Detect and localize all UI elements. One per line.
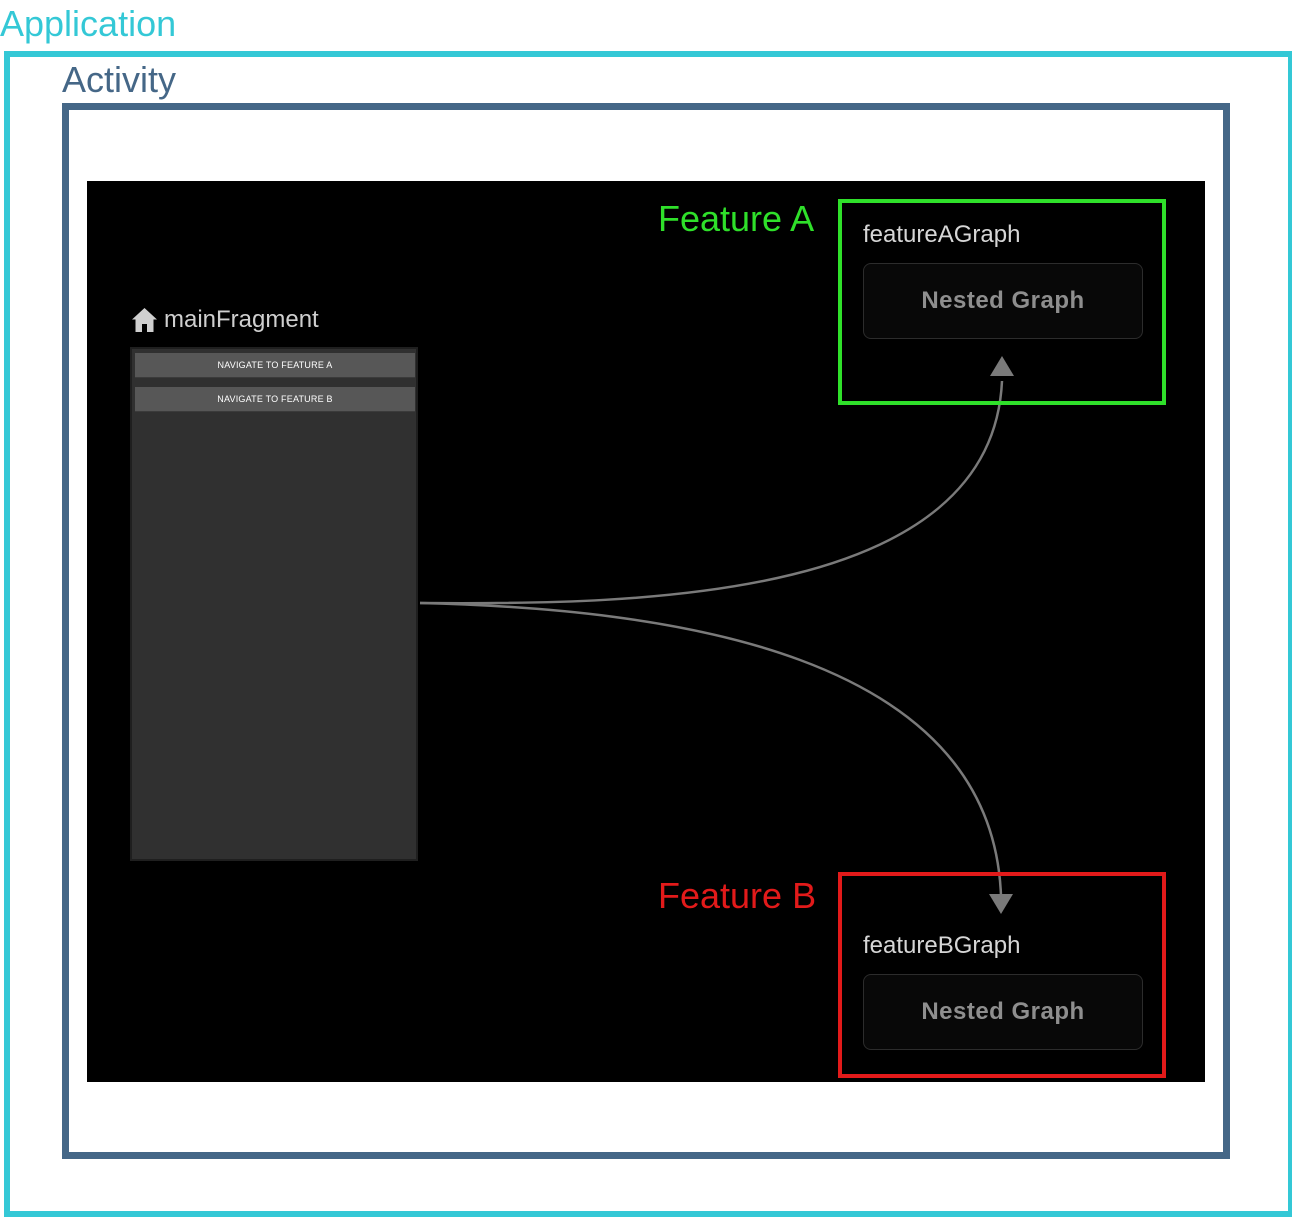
feature-a-nested-graph[interactable]: Nested Graph [863,263,1143,339]
home-icon [132,308,157,332]
feature-a-title: Feature A [658,198,815,239]
feature-b-title: Feature B [658,875,817,916]
feature-a-graph-name: featureAGraph [863,221,1021,248]
activity-label: Activity [62,59,177,100]
arrow-to-feature-a-icon [990,356,1014,376]
edge-to-feature-b[interactable] [419,601,1003,897]
application-label: Application [0,3,177,44]
main-fragment-header: mainFragment [131,303,319,337]
navigation-graph-canvas[interactable]: mainFragment NAVIGATE TO FEATURE A NAVIG… [87,181,1205,1082]
feature-b-nested-graph[interactable]: Nested Graph [863,974,1143,1050]
feature-b-box: featureBGraph Nested Graph [838,872,1166,1078]
navigation-edges [419,356,1014,914]
application-frame [4,51,1292,1217]
feature-a-box: featureAGraph Nested Graph [838,199,1166,405]
main-fragment-preview[interactable]: NAVIGATE TO FEATURE A NAVIGATE TO FEATUR… [130,347,418,861]
navigate-to-feature-a-button[interactable]: NAVIGATE TO FEATURE A [135,353,415,378]
arrow-to-feature-b-icon [989,894,1013,914]
activity-frame [62,103,1230,1159]
navigate-to-feature-b-button[interactable]: NAVIGATE TO FEATURE B [135,387,415,412]
feature-b-graph-name: featureBGraph [863,932,1021,959]
main-fragment-name: mainFragment [164,306,319,333]
edge-to-feature-a[interactable] [419,380,1004,605]
